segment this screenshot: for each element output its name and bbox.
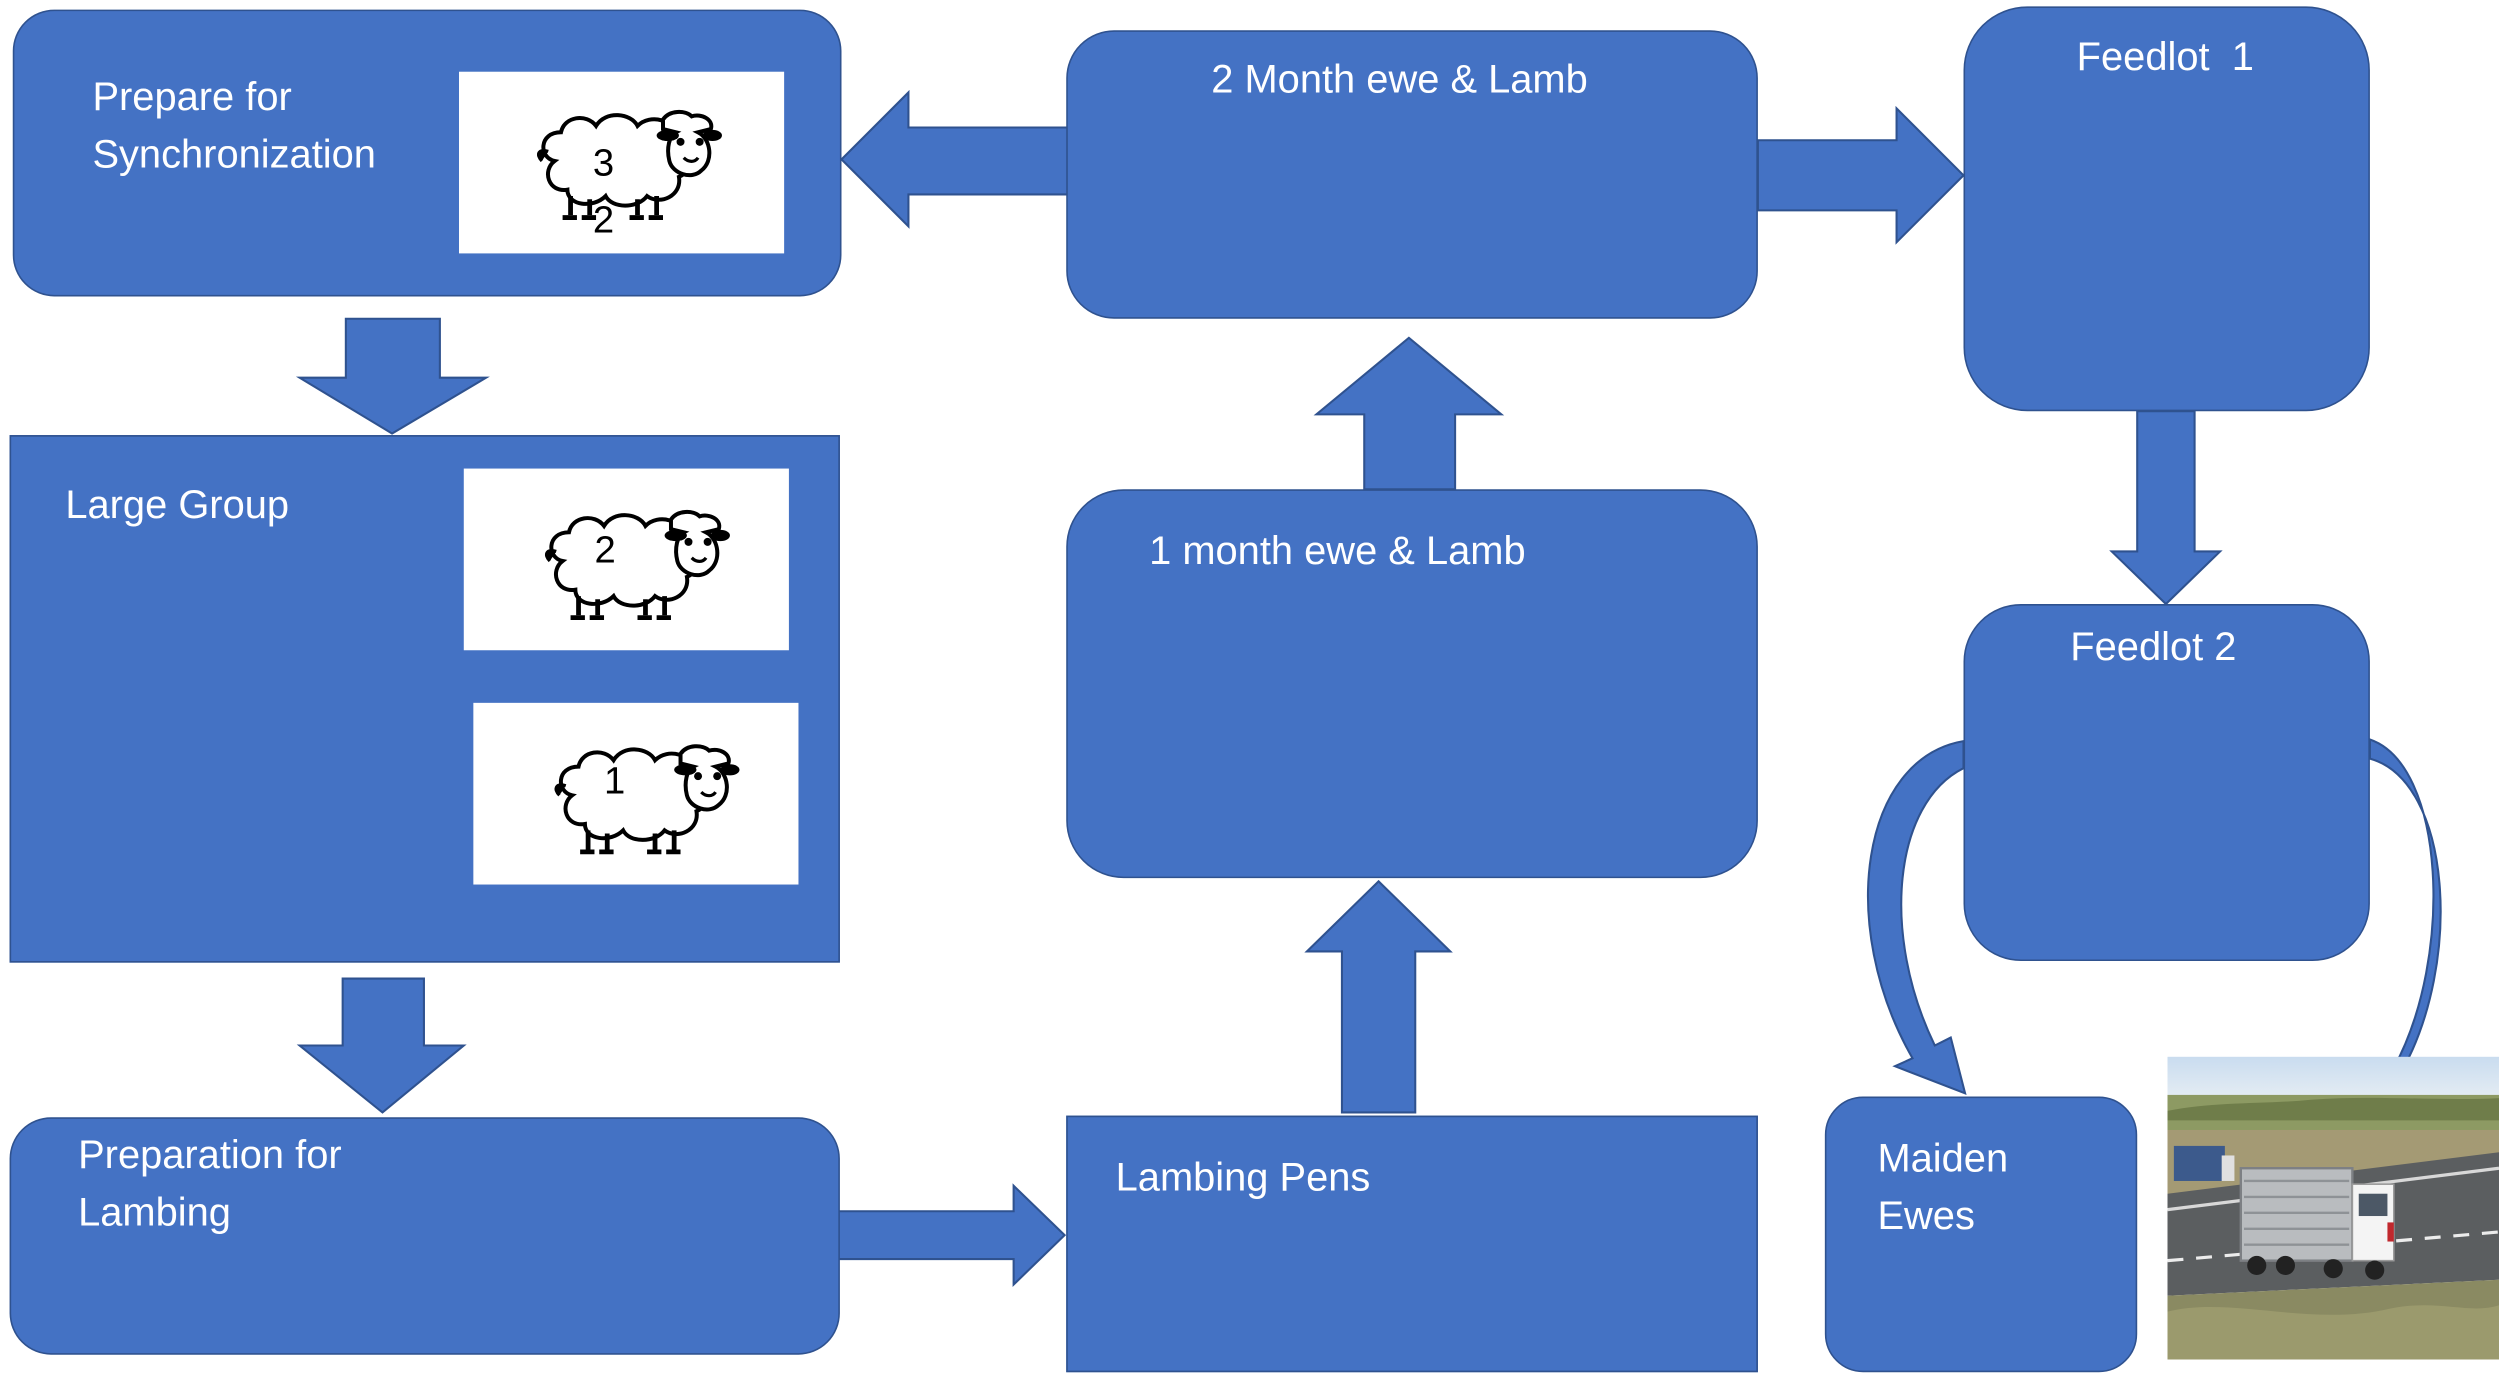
node-label: Feedlot 2 [2070,624,2237,670]
livestock-truck-photo [2167,1056,2499,1360]
sheep-number-badge: 2 [594,529,616,573]
node-prepare-for-synchronization: Prepare for Synchronization 3 2 [12,9,842,297]
arrow-one-month-to-two-month [1313,336,1505,491]
arrow-prepare-sync-to-large-group [295,317,490,435]
node-label: 1 month ewe & Lamb [1149,529,1526,574]
sheep-number-badge: 1 [604,760,626,804]
sheep-icon [547,512,730,620]
sheep-icon [539,112,722,220]
sheep-picture-frame: 2 [463,468,789,651]
arrow-prep-lambing-to-lambing-pens [837,1183,1067,1288]
node-label: Preparation for Lambing [78,1133,342,1236]
node-two-month-ewe-and-lamb: 2 Month ewe & Lamb [1066,30,1758,319]
arrow-large-group-to-prep-lambing [296,977,467,1114]
node-feedlot-2: Feedlot 2 [1963,604,2370,962]
arrow-two-month-to-prepare-sync [840,89,1069,229]
arrow-two-month-to-feedlot1 [1756,105,1965,245]
arrow-lambing-pens-to-one-month [1304,879,1453,1114]
node-one-month-ewe-and-lamb: 1 month ewe & Lamb [1066,489,1758,879]
node-large-group: Large Group 2 1 [9,435,840,963]
sheep-number-badge: 2 [592,199,615,243]
node-label: Large Group [65,482,290,528]
node-label: 2 Month ewe & Lamb [1211,57,1588,102]
node-feedlot-1: Feedlot 1 [1963,6,2370,412]
node-label: Feedlot 1 [2076,35,2254,80]
node-preparation-for-lambing: Preparation for Lambing [9,1117,840,1355]
arrow-feedlot1-to-feedlot2 [2109,410,2223,606]
node-lambing-pens: Lambing Pens [1066,1115,1758,1373]
node-label: Prepare for Synchronization [92,74,376,177]
sheep-icon [556,746,739,854]
sheep-number-badge: 3 [592,141,615,185]
arrow-feedlot2-to-maiden-ewes [1867,739,1967,1096]
node-label: Maiden Ewes [1877,1136,2009,1239]
sheep-picture-frame: 3 2 [459,71,785,254]
node-label: Lambing Pens [1115,1155,1371,1201]
sheep-picture-frame: 1 [473,702,799,885]
arrow-feedlot2-to-truck [2368,738,2442,1094]
node-maiden-ewes: Maiden Ewes [1824,1096,2138,1373]
